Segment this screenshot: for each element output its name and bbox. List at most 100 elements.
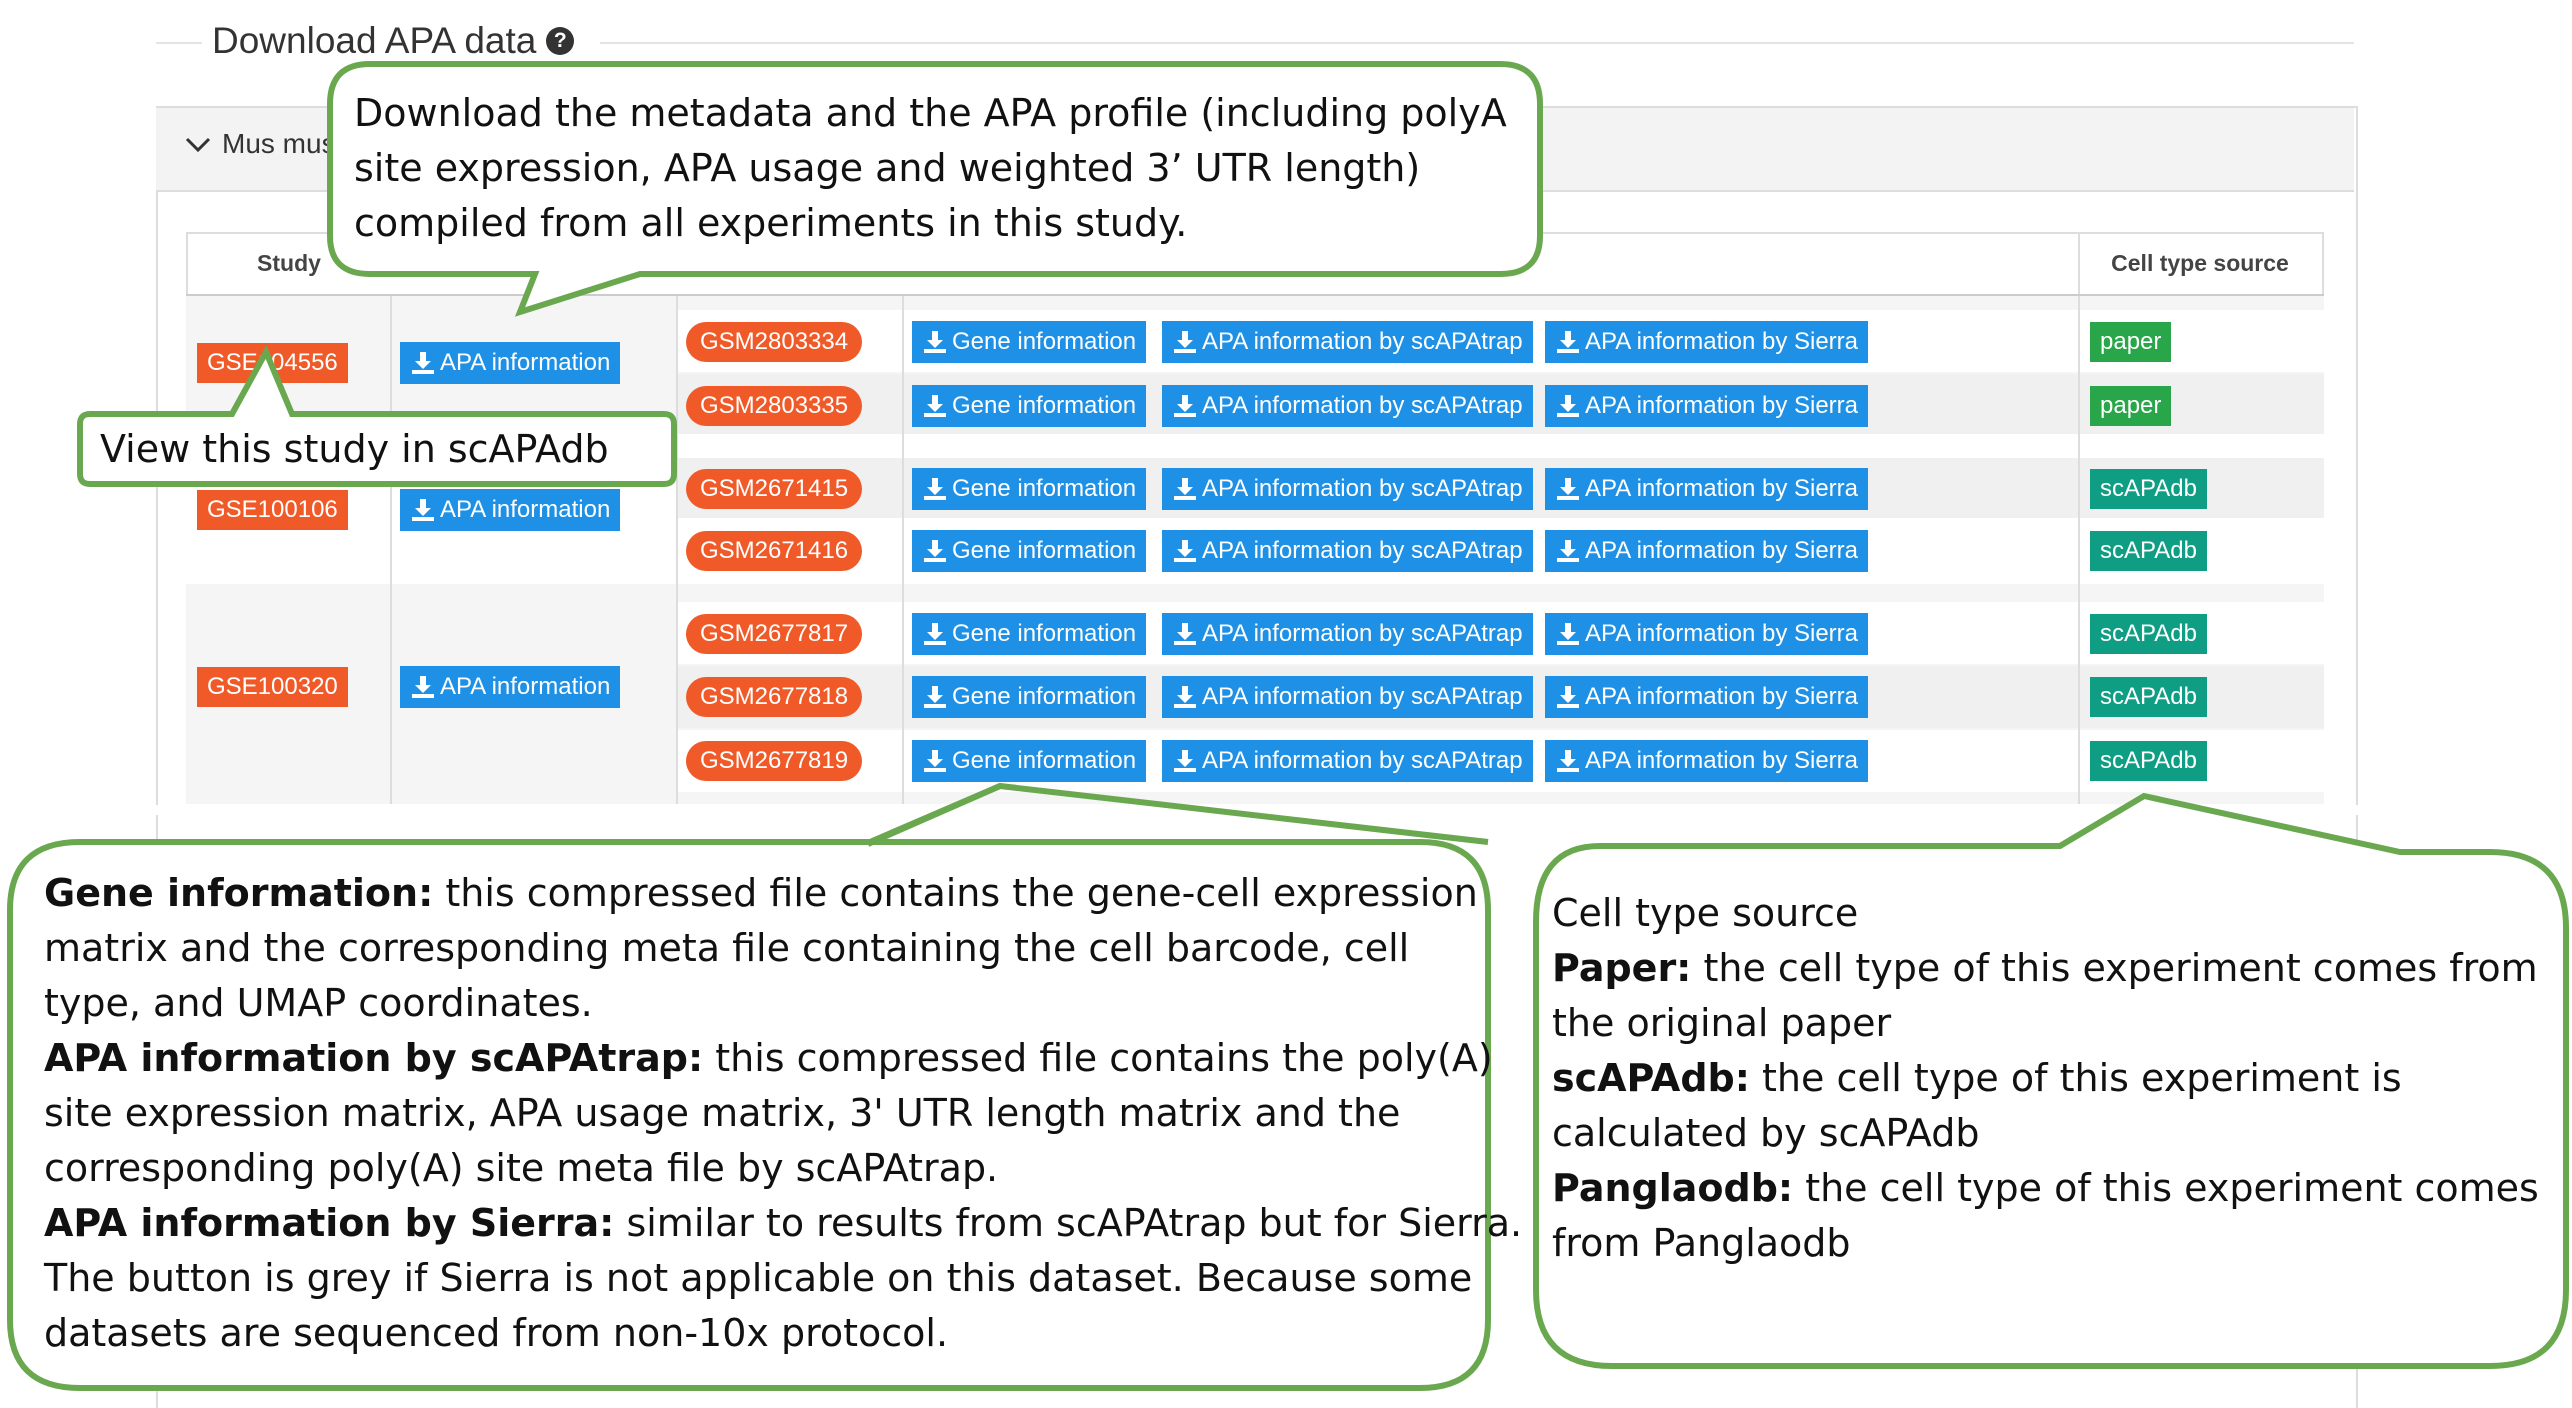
download-icon [1172, 476, 1198, 502]
download-icon [410, 350, 436, 376]
apa-sierra-button[interactable]: APA information by Sierra [1545, 613, 1869, 655]
apa-scapatrap-button[interactable]: APA information by scAPAtrap [1162, 676, 1533, 718]
button-label: APA information by Sierra [1585, 328, 1859, 355]
apa-sierra-button[interactable]: APA information by Sierra [1545, 321, 1869, 363]
button-label: Gene information [952, 475, 1137, 502]
callout-line: calculated by scAPAdb [1552, 1111, 1980, 1155]
apa-scapatrap-button[interactable]: APA information by scAPAtrap [1162, 321, 1533, 363]
apa-information-button[interactable]: APA information [400, 342, 621, 384]
button-label: APA information by scAPAtrap [1202, 392, 1523, 419]
download-icon [1555, 684, 1581, 710]
button-label: Gene information [952, 328, 1137, 355]
callout-line: matrix and the corresponding meta file c… [44, 926, 1410, 970]
experiment-tag[interactable]: GSM2671416 [686, 531, 863, 571]
experiment-tag[interactable]: GSM2803335 [686, 386, 863, 426]
callout-line: this compressed file contains the gene-c… [433, 871, 1478, 915]
download-icon [410, 497, 436, 523]
button-label: APA information by scAPAtrap [1202, 747, 1523, 774]
callout-line: from Panglaodb [1552, 1221, 1851, 1265]
cell-type-source-badge: scAPAdb [2090, 741, 2207, 781]
gene-information-button[interactable]: Gene information [912, 385, 1147, 427]
apa-scapatrap-button[interactable]: APA information by scAPAtrap [1162, 740, 1533, 782]
apa-scapatrap-button[interactable]: APA information by scAPAtrap [1162, 385, 1533, 427]
download-icon [1172, 621, 1198, 647]
gene-information-button[interactable]: Gene information [912, 676, 1147, 718]
apa-information-button[interactable]: APA information [400, 666, 621, 708]
callout-line: corresponding poly(A) site meta file by … [44, 1146, 999, 1190]
button-label: APA information [440, 349, 611, 376]
study-column-header: Study [257, 249, 321, 276]
table-divider [186, 232, 188, 298]
button-label: APA information by scAPAtrap [1202, 537, 1523, 564]
table-divider [2322, 232, 2324, 298]
gene-information-button[interactable]: Gene information [912, 740, 1147, 782]
apa-sierra-button[interactable]: APA information by Sierra [1545, 740, 1869, 782]
callout-gene-info-tail [866, 782, 1489, 847]
button-label: APA information by Sierra [1585, 683, 1859, 710]
callout-gene-info-bubble [7, 783, 1491, 1391]
study-tag[interactable]: GSE100106 [197, 490, 348, 530]
experiment-tag[interactable]: GSM2677819 [686, 741, 863, 781]
callout-line: the cell type of this experiment comes [1793, 1166, 2539, 1210]
species-label: Mus mus [222, 128, 336, 159]
experiment-tag[interactable]: GSM2677818 [686, 677, 863, 717]
gene-information-button[interactable]: Gene information [912, 613, 1147, 655]
button-label: APA information [440, 673, 611, 700]
apa-scapatrap-button[interactable]: APA information by scAPAtrap [1162, 613, 1533, 655]
table-divider [2078, 232, 2080, 298]
table-bottom-mask [150, 805, 2370, 815]
experiment-tag[interactable]: GSM2803334 [686, 322, 863, 362]
download-icon [1555, 748, 1581, 774]
callout-line: site expression matrix, APA usage matrix… [44, 1091, 1401, 1135]
callout-line: the cell type of this experiment is [1749, 1056, 2402, 1100]
apa-information-button[interactable]: APA information [400, 489, 621, 531]
apa-scapatrap-button[interactable]: APA information by scAPAtrap [1162, 530, 1533, 572]
button-label: Gene information [952, 537, 1137, 564]
apa-sierra-button[interactable]: APA information by Sierra [1545, 468, 1869, 510]
study-tag[interactable]: GSE100320 [197, 667, 348, 707]
button-label: APA information by Sierra [1585, 392, 1859, 419]
apa-sierra-button[interactable]: APA information by Sierra [1545, 530, 1869, 572]
download-icon [922, 329, 948, 355]
cell-type-source-badge: scAPAdb [2090, 469, 2207, 509]
download-icon [922, 538, 948, 564]
gene-information-button[interactable]: Gene information [912, 321, 1147, 363]
gene-information-button[interactable]: Gene information [912, 468, 1147, 510]
callout-view-study-bubble [77, 345, 677, 487]
apa-scapatrap-button[interactable]: APA information by scAPAtrap [1162, 468, 1533, 510]
download-icon [1172, 748, 1198, 774]
experiment-tag[interactable]: GSM2677817 [686, 614, 863, 654]
button-label: Gene information [952, 683, 1137, 710]
question-circle-icon[interactable]: ? [546, 27, 575, 55]
callout-line: The button is grey if Sierra is not appl… [44, 1256, 1473, 1300]
callout-top-bubble [327, 61, 1543, 317]
button-label: APA information by scAPAtrap [1202, 475, 1523, 502]
gene-information-button[interactable]: Gene information [912, 530, 1147, 572]
heading-rule-left [156, 42, 202, 44]
callout-cell-type-bubble [1533, 792, 2569, 1369]
download-icon [1555, 329, 1581, 355]
experiment-tag[interactable]: GSM2671415 [686, 469, 863, 509]
callout-line: type, and UMAP coordinates. [44, 981, 593, 1025]
callout-term: Paper: [1552, 946, 1692, 990]
download-icon [1172, 538, 1198, 564]
cell-type-source-badge: scAPAdb [2090, 531, 2207, 571]
cell-type-source-badge: scAPAdb [2090, 677, 2207, 717]
download-icon [1555, 538, 1581, 564]
callout-term: APA information by Sierra: [44, 1201, 615, 1245]
species-panel-toggle[interactable]: Mus mus [184, 128, 336, 160]
table-divider [2078, 296, 2080, 804]
callout-top-text: Download the metadata and the APA profil… [354, 86, 1507, 251]
button-label: APA information by scAPAtrap [1202, 683, 1523, 710]
download-icon [922, 393, 948, 419]
callout-term: Gene information: [44, 871, 434, 915]
callout-view-study-text: View this study in scAPAdb [100, 427, 609, 471]
download-icon [1555, 476, 1581, 502]
download-icon [922, 684, 948, 710]
apa-sierra-button[interactable]: APA information by Sierra [1545, 676, 1869, 718]
callout-top-line: Download the metadata and the APA profil… [354, 91, 1507, 135]
apa-sierra-button[interactable]: APA information by Sierra [1545, 385, 1869, 427]
heading-rule-right [600, 42, 2354, 44]
cell-type-source-badge: paper [2090, 322, 2172, 362]
